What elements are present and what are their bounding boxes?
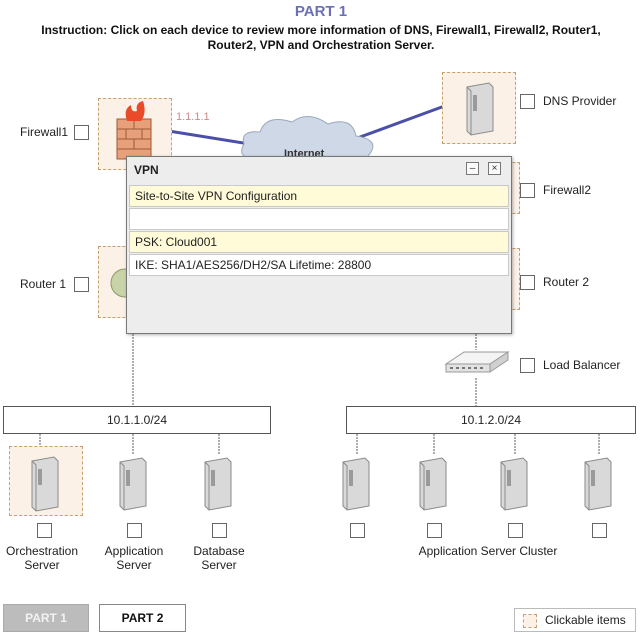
application-server-icon xyxy=(119,457,147,511)
vpn-dialog: VPN – × Site-to-Site VPN Configuration P… xyxy=(126,156,512,334)
firewall1-checkbox[interactable] xyxy=(74,125,89,140)
application-server-checkbox[interactable] xyxy=(127,523,142,538)
vpn-psk-row: PSK: Cloud001 xyxy=(129,231,509,253)
vpn-config-header: Site-to-Site VPN Configuration xyxy=(129,185,509,207)
legend-swatch xyxy=(523,614,537,628)
subnet-left: 10.1.1.0/24 xyxy=(3,406,271,434)
orchestration-server-checkbox[interactable] xyxy=(37,523,52,538)
router1-checkbox[interactable] xyxy=(74,277,89,292)
database-server-checkbox[interactable] xyxy=(212,523,227,538)
load-balancer-device xyxy=(444,346,510,385)
orchestration-server-device[interactable] xyxy=(9,446,83,516)
cluster-server-2-checkbox[interactable] xyxy=(427,523,442,538)
switch-icon xyxy=(444,351,510,373)
server-icon xyxy=(466,82,494,136)
dns-checkbox[interactable] xyxy=(520,94,535,109)
server-icon xyxy=(31,456,59,512)
load-balancer-label: Load Balancer xyxy=(543,358,621,372)
router2-label: Router 2 xyxy=(543,275,590,289)
legend: Clickable items xyxy=(514,608,636,632)
router1-label: Router 1 xyxy=(20,277,67,291)
legend-label: Clickable items xyxy=(545,613,626,627)
cluster-server-3-checkbox[interactable] xyxy=(508,523,523,538)
instruction-text: Instruction: Click on each device to rev… xyxy=(41,23,601,52)
database-server-icon xyxy=(204,457,232,511)
ip-label: 1.1.1.1 xyxy=(176,111,210,123)
subnet-right: 10.1.2.0/24 xyxy=(346,406,636,434)
dialog-title: VPN xyxy=(134,163,159,177)
cluster-server-3-icon xyxy=(500,457,528,511)
firewall-icon xyxy=(116,101,152,160)
part1-button[interactable]: PART 1 xyxy=(3,604,89,632)
orchestration-server-label: Orchestration Server xyxy=(5,544,79,572)
part2-button[interactable]: PART 2 xyxy=(99,604,186,632)
cluster-server-4-checkbox[interactable] xyxy=(592,523,607,538)
vpn-blank-row xyxy=(129,208,509,230)
database-server-label: Database Server xyxy=(193,544,245,572)
dns-label: DNS Provider xyxy=(543,94,617,108)
cluster-server-2-icon xyxy=(419,457,447,511)
application-server-label: Application Server xyxy=(104,544,164,572)
cluster-label: Application Server Cluster xyxy=(418,544,558,558)
close-icon[interactable]: × xyxy=(488,162,501,175)
load-balancer-checkbox[interactable] xyxy=(520,358,535,373)
firewall2-checkbox[interactable] xyxy=(520,183,535,198)
cluster-server-1-icon xyxy=(342,457,370,511)
cloud-icon xyxy=(241,116,374,161)
page-title: PART 1 xyxy=(294,3,348,20)
minimize-icon[interactable]: – xyxy=(466,162,479,175)
dns-provider-device[interactable] xyxy=(442,72,516,144)
cluster-server-4-icon xyxy=(584,457,612,511)
firewall2-label: Firewall2 xyxy=(543,183,592,197)
firewall1-label: Firewall1 xyxy=(20,125,69,139)
router2-checkbox[interactable] xyxy=(520,275,535,290)
cluster-server-1-checkbox[interactable] xyxy=(350,523,365,538)
router-icon xyxy=(110,268,140,298)
vpn-ike-row: IKE: SHA1/AES256/DH2/SA Lifetime: 28800 xyxy=(129,254,509,276)
